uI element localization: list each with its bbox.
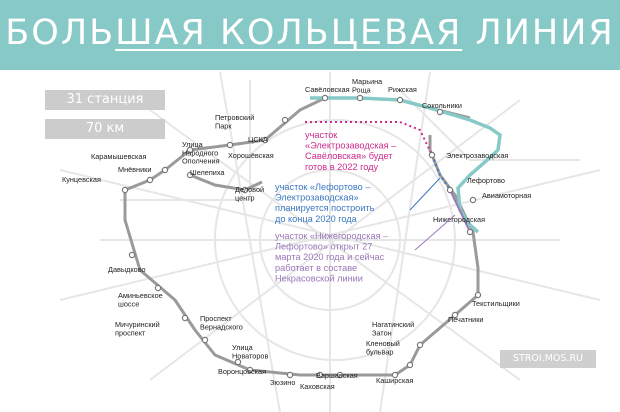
- label-tekstilshchiki: Текстильщики: [472, 299, 520, 308]
- annotation-section-3: участок «Нижегородская –Лефортово» откры…: [275, 231, 389, 283]
- dot-novatorov: [234, 358, 242, 366]
- label-mnyovniki: Мнёвники: [118, 165, 151, 174]
- dot-elektrozavodskaya: [428, 151, 436, 159]
- label-cska: ЦСКА: [248, 135, 268, 144]
- ring-branch-delovoy: [189, 173, 263, 192]
- annotation-section-1: участок«Электрозаводская –Савёловская» б…: [305, 130, 397, 172]
- dot-nizhegorodskaya: [466, 228, 474, 236]
- dot-petrovsky-park: [281, 116, 289, 124]
- dot-aminyevskoe: [154, 284, 162, 292]
- dot-cska: [261, 136, 269, 144]
- dot-mnyovniki: [146, 176, 154, 184]
- label-shelepikha: Шелепиха: [190, 168, 225, 177]
- label-saviolovskaya: Савёловская: [305, 85, 350, 94]
- dot-varshavskaya: [336, 371, 344, 379]
- header-banner: БОЛЬШАЯ КОЛЬЦЕВАЯ ЛИНИЯ: [0, 0, 620, 70]
- label-vorontsovskaya: Воронцовская: [218, 367, 266, 376]
- line-length-badge: 70 км: [45, 119, 165, 139]
- dot-davydkovo: [128, 251, 136, 259]
- section-1-planned: [305, 121, 433, 156]
- annotation-section-2: участок «Лефортово –Электрозаводская»пла…: [275, 182, 375, 224]
- dot-khoroshyovskaya: [226, 141, 234, 149]
- dot-michurinsky: [181, 314, 189, 322]
- dot-pechatniki: [451, 311, 459, 319]
- label-rizhskaya: Рижская: [388, 85, 417, 94]
- label-khoroshyovskaya: Хорошёвская: [228, 151, 274, 160]
- dot-klenovy-bulvar: [406, 361, 414, 369]
- label-nizhegorodskaya: Нижегородская: [433, 215, 485, 224]
- dot-maryina-roshcha: [356, 94, 364, 102]
- label-zyuzino: Зюзино: [270, 378, 295, 387]
- section-2-planned: [431, 154, 451, 191]
- label-lefortovo: Лефортово: [467, 176, 505, 185]
- dot-aviamotornaya: [469, 196, 477, 204]
- dot-karamyshevskaya: [161, 166, 169, 174]
- line-length-text: 70 км: [85, 121, 125, 136]
- stations-count-badge: 31 станция: [45, 90, 165, 110]
- dot-zyuzino: [286, 371, 294, 379]
- dot-narodnoe-opolchenie: [186, 146, 194, 154]
- dot-tekstilshchiki: [474, 291, 482, 299]
- dot-sokolniki: [436, 108, 444, 116]
- page-title: БОЛЬШАЯ КОЛЬЦЕВАЯ ЛИНИЯ: [0, 10, 620, 56]
- label-kuntsevskaya: Кунцевская: [62, 175, 101, 184]
- section-3-open: [449, 189, 471, 233]
- dot-kuntsevskaya: [121, 186, 129, 194]
- label-karamyshevskaya: Карамышевская: [91, 152, 146, 161]
- dot-lefortovo: [446, 186, 454, 194]
- label-kashirskaya: Каширская: [376, 376, 413, 385]
- dot-saviolovskaya: [321, 94, 329, 102]
- annotations: участок«Электрозаводская –Савёловская» б…: [275, 130, 397, 283]
- stations-count-text: 31 станция: [66, 92, 144, 107]
- title-part-1: БОЛЬ: [5, 13, 116, 53]
- dot-vorontsovskaya: [246, 366, 254, 374]
- pointer-section-3: [414, 214, 456, 251]
- dot-vernadskogo: [201, 336, 209, 344]
- station-dots: [121, 94, 482, 379]
- label-elektrozavodskaya: Электрозаводская: [446, 151, 508, 160]
- ring-open-section: [310, 96, 502, 234]
- dot-kashirskaya: [391, 371, 399, 379]
- dot-delovoy-tsentr: [241, 186, 249, 194]
- dot-nagatinsky-zaton: [416, 341, 424, 349]
- label-davydkovo: Давыдково: [108, 265, 146, 274]
- label-kakhovskaya: Каховская: [300, 382, 335, 391]
- dot-rizhskaya: [396, 96, 404, 104]
- ring-existing: [123, 96, 480, 377]
- title-part-2-underlined: ШАЯ КОЛЬЦЕВАЯ: [115, 13, 463, 53]
- title-part-3: ЛИНИЯ: [462, 13, 615, 53]
- label-pechatniki: Печатники: [448, 315, 483, 324]
- dot-kakhovskaya: [316, 371, 324, 379]
- pointer-section-2: [409, 177, 441, 211]
- label-varshavskaya: Варшавская: [316, 371, 358, 380]
- label-sokolniki: Сокольники: [422, 101, 462, 110]
- source-label: STROI.MOS.RU: [500, 350, 596, 368]
- label-aviamotornaya: Авиамоторная: [482, 191, 531, 200]
- dot-shelepikha: [186, 171, 194, 179]
